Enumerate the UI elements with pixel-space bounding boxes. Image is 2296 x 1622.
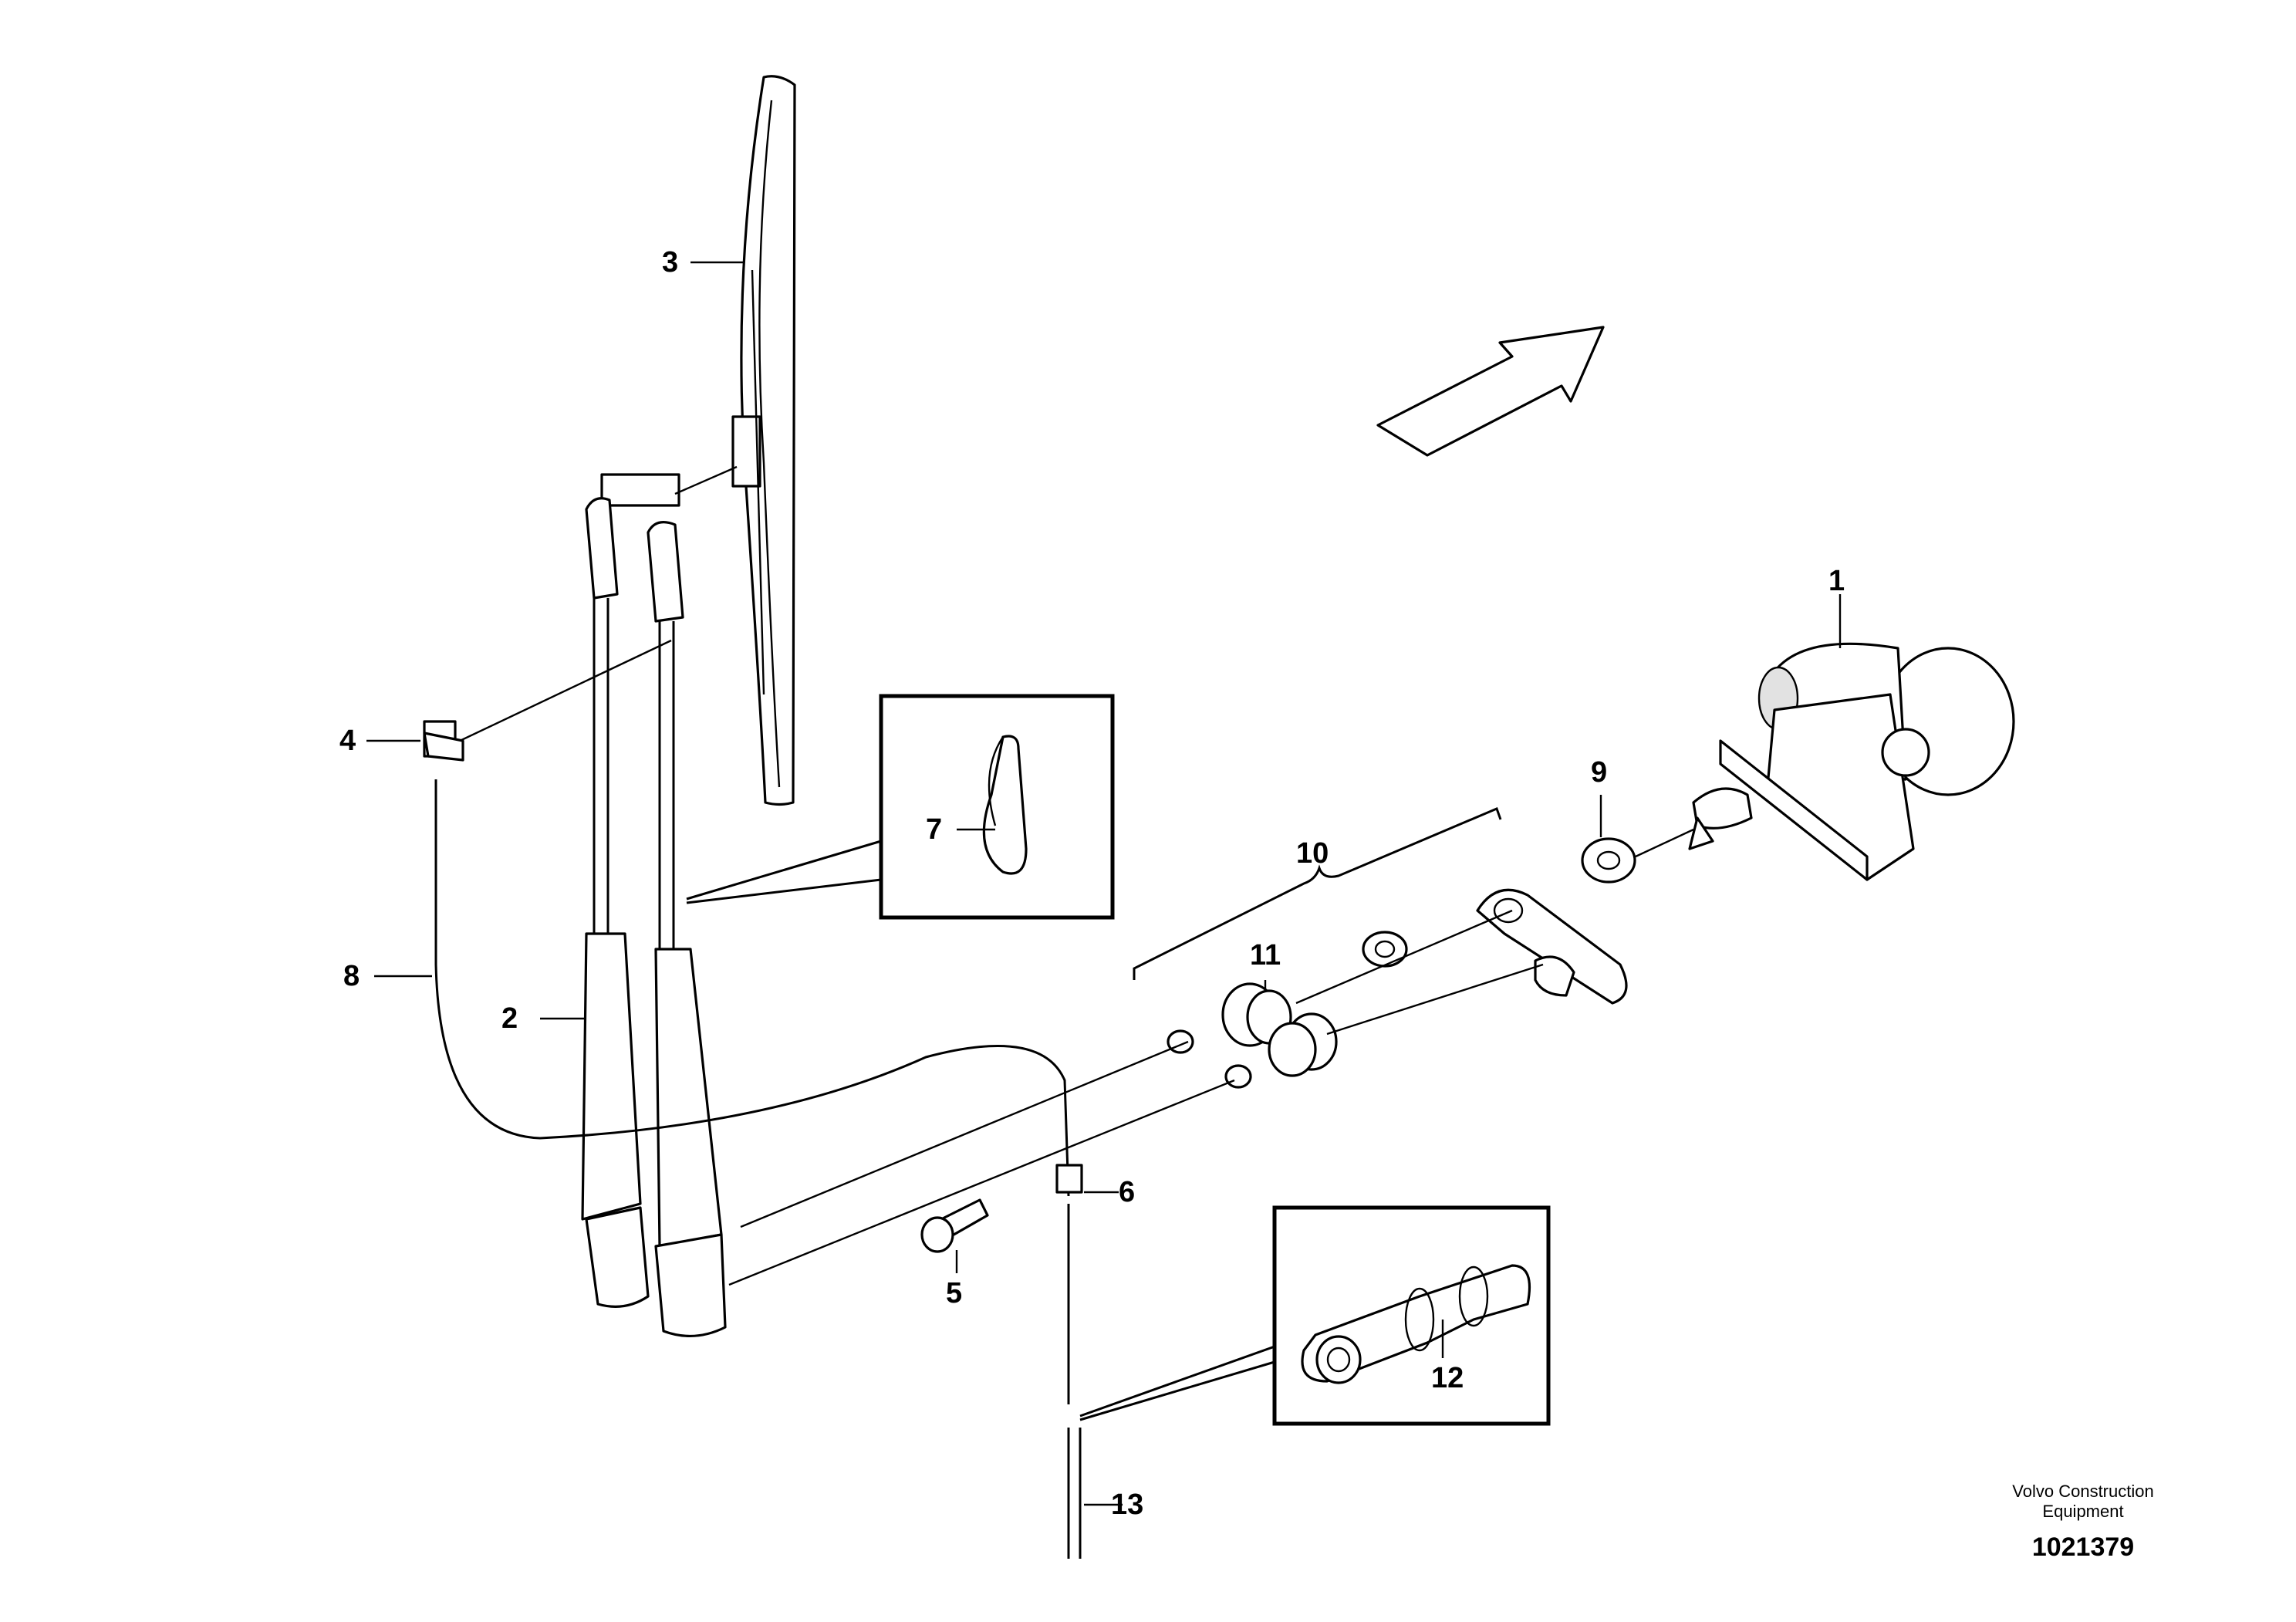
callout-labels: 1 2 3 4 5 6 7 8 9 10 11 12 13: [339, 246, 1845, 1521]
callout-2: 2: [501, 1002, 518, 1035]
wiper-arm-pair: [581, 473, 727, 1337]
wiper-blade: [731, 75, 796, 806]
callout-1: 1: [1828, 565, 1845, 597]
inset-hose-connector: [1079, 1205, 1551, 1426]
leader-lines: [443, 465, 1694, 1286]
callout-11: 11: [1250, 939, 1281, 972]
washer-hose: [434, 779, 1083, 1559]
callout-4: 4: [339, 725, 356, 757]
callout-6: 6: [1119, 1176, 1135, 1208]
wiper-motor: [1688, 642, 2015, 881]
direction-arrow: [1376, 326, 1605, 457]
callout-9: 9: [1591, 756, 1607, 789]
assembly-bracket: [1133, 806, 1502, 980]
callout-leaders: [366, 261, 1842, 1506]
inset-cable-tie: [686, 694, 1115, 920]
callout-7: 7: [926, 813, 942, 846]
mounting-plate: [1362, 888, 1628, 1005]
hose-clip: [423, 720, 464, 762]
pivot-nuts: [1167, 982, 1338, 1089]
callout-10: 10: [1296, 837, 1329, 870]
washer-ring: [1581, 837, 1636, 884]
company-name-line2: Equipment: [2042, 1502, 2123, 1521]
screw: [920, 1198, 989, 1253]
callout-13: 13: [1111, 1489, 1143, 1521]
footer: Volvo Construction Equipment 1021379: [2012, 1482, 2153, 1562]
callout-3: 3: [662, 246, 678, 279]
callout-12: 12: [1431, 1362, 1464, 1394]
company-name-line1: Volvo Construction: [2012, 1482, 2153, 1501]
callout-8: 8: [343, 960, 360, 992]
drawing-number: 1021379: [2032, 1532, 2134, 1562]
callout-5: 5: [946, 1277, 962, 1309]
